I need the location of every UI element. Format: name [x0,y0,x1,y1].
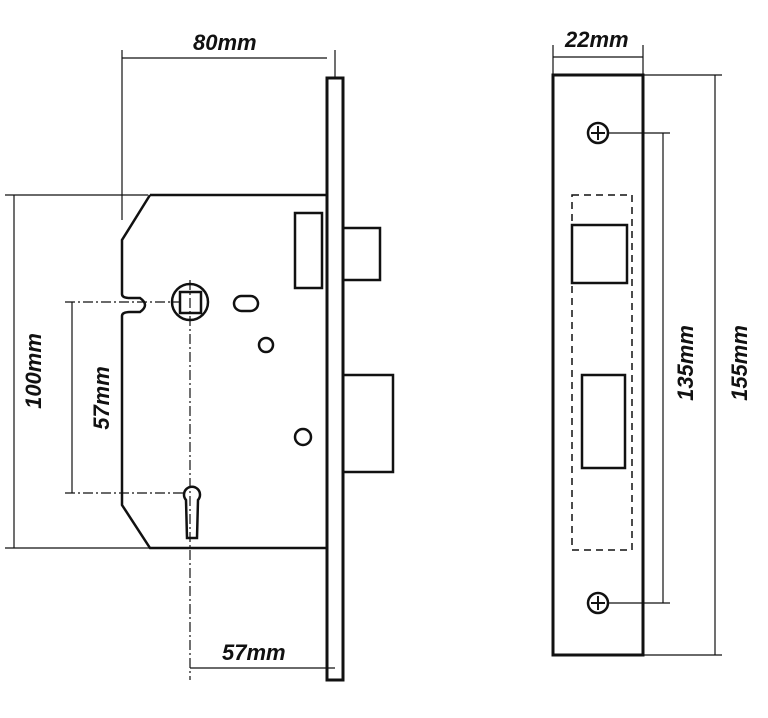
dimension-135mm: 135mm [672,325,698,401]
deadbolt-opening [580,373,627,470]
latch-opening [570,223,629,285]
faceplate-front [551,73,645,657]
latch-bolt [341,226,382,282]
dimension-22mm: 22mm [565,27,629,52]
case-outline-hidden [571,194,633,551]
lock-case-outline [120,193,327,550]
deadbolt [341,373,395,474]
latch-bolt-inner [293,211,324,290]
dimension-100mm: 100mm [20,333,46,409]
fixing-hole [257,336,275,354]
keyhole [182,485,202,540]
dimension-155mm: 155mm [726,325,752,401]
fixing-hole [293,427,313,447]
dimension-57mm-centres: 57mm [88,366,114,430]
slot-oval [232,294,260,313]
dimension-80mm: 80mm [193,30,257,55]
faceplate-side [325,76,345,682]
dimension-57mm-backset: 57mm [222,640,286,665]
